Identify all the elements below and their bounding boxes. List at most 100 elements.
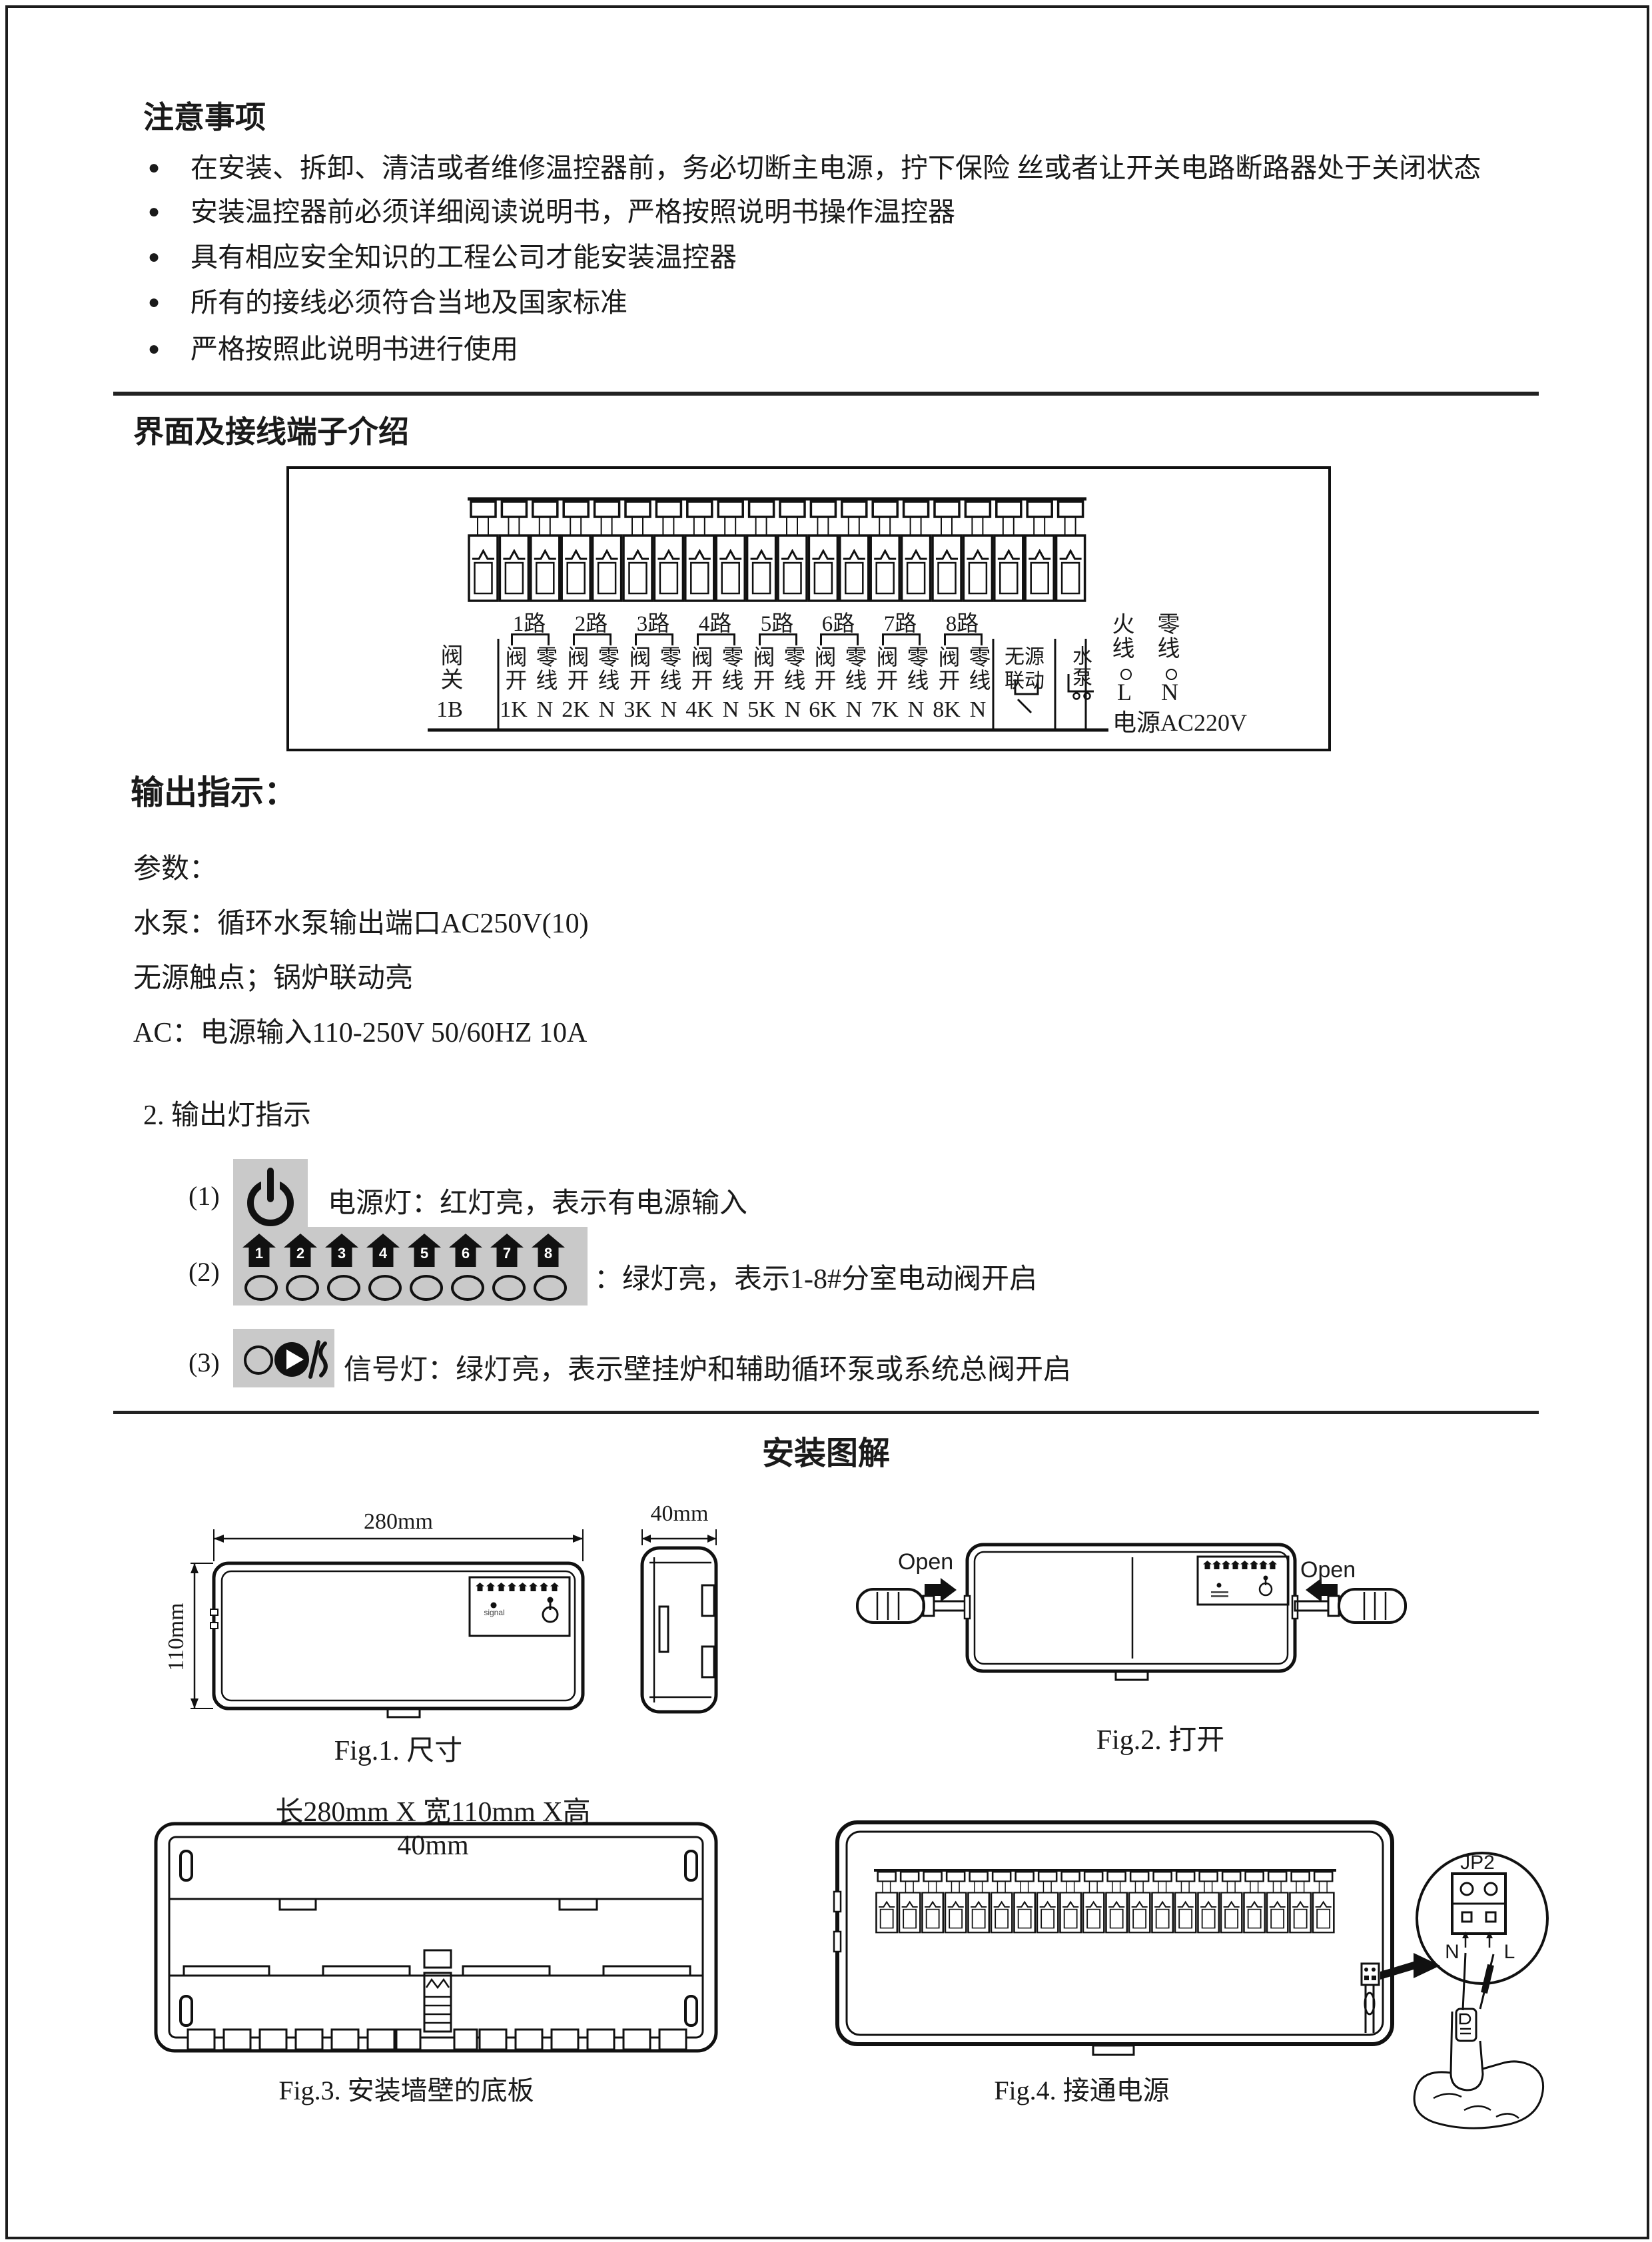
led-indicator [327, 1275, 360, 1301]
terminal-id: N [845, 697, 863, 722]
center-clip [423, 1949, 452, 2033]
screwdriver-right-icon [1294, 1588, 1407, 1624]
terminal-id: 3K [623, 697, 651, 722]
bullet-icon [148, 151, 191, 185]
controller-side-view [640, 1546, 718, 1714]
hand-holding-plug [1413, 1952, 1545, 2129]
channel-group-7: 7路 阀开 零线 7K N [869, 605, 931, 732]
route-label: 7路 [883, 612, 917, 636]
live-terminal-dot-icon [1120, 669, 1132, 680]
pair-bracket [759, 633, 797, 645]
led-indicator [410, 1275, 443, 1301]
signal-led-box [233, 1329, 334, 1387]
led-indicator [368, 1275, 402, 1301]
terminal-id: 1K [500, 697, 528, 722]
mount-slot [684, 1850, 698, 1882]
mount-slot [684, 1995, 698, 2027]
dim-depth-label: 40mm [650, 1501, 709, 1526]
channel-group-8: 8路 阀开 零线 8K N [931, 605, 993, 732]
item1-text: 电源灯：红灯亮，表示有电源输入 [328, 1188, 748, 1219]
item3-number: (3) [189, 1347, 220, 1377]
valve-open-label: 阀开 [749, 645, 773, 692]
width-dimension [213, 1529, 584, 1561]
item3-text: 信号灯：绿灯亮，表示壁挂炉和辅助循环泵或系统总阀开启 [344, 1355, 1072, 1385]
dry-contact-line2: 联动 [1005, 670, 1044, 692]
pair-bracket [635, 633, 673, 645]
zone-number: 7 [502, 1245, 512, 1262]
controller-opened-view [833, 1820, 1394, 2056]
live-terminal: L [1117, 679, 1132, 705]
internal-terminal-strip [874, 1869, 1336, 1934]
terminal-id: N [660, 697, 677, 722]
power-led-box [233, 1159, 308, 1238]
param-line: 水泵：循环水泵输出端口AC250V(10) [133, 909, 589, 939]
pair-bracket [882, 633, 921, 645]
terminal-id: N [598, 697, 616, 722]
bullet-item: 在安装、拆卸、清洁或者维修温控器前，务必切断主电源，拧下保险 丝或者让开关电路断… [148, 151, 1540, 185]
zone-number: 1 [254, 1245, 264, 1262]
fig1-caption: Fig.1. 尺寸 [334, 1736, 463, 1766]
zone-house-icon: 8 [532, 1234, 565, 1267]
channel-group-3: 3路 阀开 零线 3K N [622, 605, 684, 732]
neutral-label: 零线 [594, 645, 618, 692]
power-icon-small [1258, 1575, 1273, 1597]
zone-number: 3 [337, 1245, 346, 1262]
signal-label: signal [484, 1608, 505, 1617]
zone-house-icon: 2 [284, 1234, 317, 1267]
terminal-id: 5K [747, 697, 775, 722]
terminal-id: N [907, 697, 925, 722]
channel-group-6: 6路 阀开 零线 6K N [807, 605, 869, 732]
neutral-label: 零线 [532, 645, 556, 692]
valve-open-label: 阀开 [935, 645, 959, 692]
wall-mount-backplate [154, 1822, 718, 2053]
precautions-title: 注意事项 [143, 101, 266, 135]
lamp-indication-title: 2. 输出灯指示 [143, 1100, 312, 1131]
height-dimension [191, 1563, 213, 1709]
neutral-wire-label: 零线 [1154, 612, 1178, 660]
route-label: 6路 [821, 612, 855, 636]
bullet-text: 具有相应安全知识的工程公司才能安装温控器 [191, 242, 737, 272]
bullet-icon [148, 194, 191, 229]
signal-led-dot [490, 1602, 497, 1609]
valve-open-label: 阀开 [873, 645, 897, 692]
signal-led-icon [244, 1345, 273, 1375]
bullet-item: 具有相应安全知识的工程公司才能安装温控器 [148, 240, 1540, 274]
zone-house-icon: 7 [490, 1234, 524, 1267]
zone-number: 5 [420, 1245, 429, 1262]
terminal-id: 7K [871, 697, 899, 722]
channel-group-4: 4路 阀开 零线 4K N [684, 605, 746, 732]
neutral-terminal-dot-icon [1166, 669, 1177, 680]
terminal-id: N [722, 697, 739, 722]
channel-group-2: 2路 阀开 零线 2K N [560, 605, 622, 732]
zone-number: 6 [461, 1245, 470, 1262]
bullet-item: 严格按照此说明书进行使用 [148, 332, 1540, 366]
zone-house-icon: 6 [449, 1234, 482, 1267]
section-divider [113, 1411, 1539, 1414]
neutral-label: 零线 [903, 645, 927, 692]
param-line: AC：电源输入110-250V 50/60HZ 10A [133, 1018, 588, 1048]
pair-bracket [697, 633, 735, 645]
route-label: 1路 [512, 612, 546, 636]
zone-house-icon: 1 [242, 1234, 276, 1267]
dim-width-label: 280mm [364, 1509, 433, 1534]
led-indicator [492, 1275, 526, 1301]
bullet-text: 严格按照此说明书进行使用 [191, 334, 518, 364]
terminal-id: N [784, 697, 801, 722]
pump-label: 水泵 [1069, 645, 1091, 688]
mount-slot [179, 1995, 193, 2027]
route-label: 3路 [636, 612, 670, 636]
open-label-left: Open [898, 1549, 954, 1575]
controller-front-view [210, 1561, 585, 1718]
controller-front-view [963, 1543, 1299, 1681]
page-border [5, 5, 1649, 2239]
valve-open-label: 阀开 [811, 645, 835, 692]
fig4-drawing [833, 1820, 1549, 2129]
install-section-title: 安装图解 [761, 1436, 890, 1471]
indicator-panel [468, 1576, 571, 1637]
pair-bracket [511, 633, 550, 645]
pair-bracket [944, 633, 983, 645]
dim-height-label: 110mm [164, 1603, 189, 1671]
led-indicator [451, 1275, 484, 1301]
jp2-label: JP2 [1460, 1852, 1495, 1874]
